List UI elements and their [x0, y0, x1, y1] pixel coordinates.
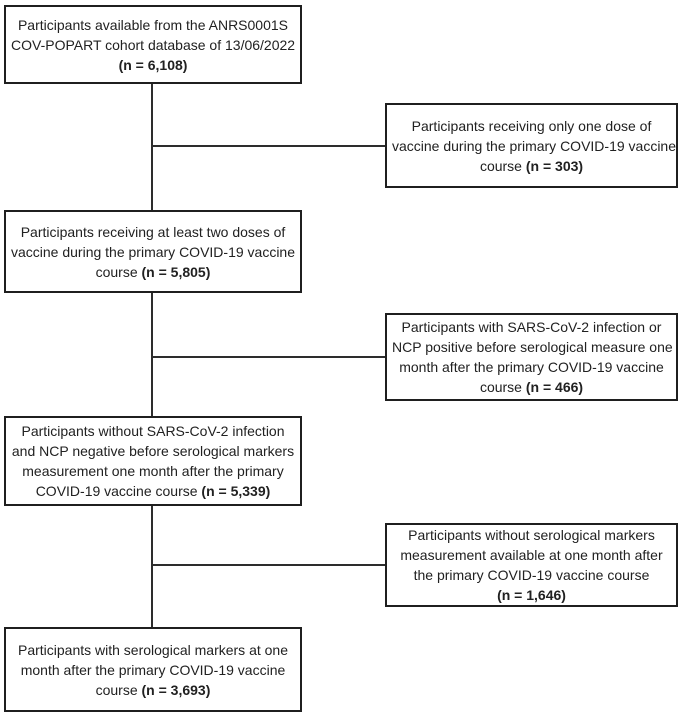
- box-n-label: (n = 5,339): [201, 483, 271, 499]
- box-excluded-no-serology: Participants without serological markers…: [385, 523, 678, 607]
- box-n-label: (n = 6,108): [118, 56, 188, 73]
- box-last-line: course (n = 5,805): [11, 262, 295, 282]
- box-text-line: Participants receiving only one dose of: [411, 117, 652, 134]
- box-text-line: the primary COVID-19 vaccine course: [413, 567, 650, 583]
- box-last-line-prefix: course: [479, 157, 522, 174]
- box-last-line: COVID-19 vaccine course (n = 5,339): [11, 481, 295, 501]
- box-text-line: vaccine during the primary COVID-19 vacc…: [11, 243, 296, 260]
- box-text-line: and NCP negative before serological mark…: [11, 443, 295, 459]
- connector-vertical-segment-3: [151, 506, 153, 627]
- box-n-label: (n = 3,693): [141, 681, 211, 698]
- box-text-line: Participants without serological markers: [408, 527, 655, 543]
- box-text-line: Participants with SARS-CoV-2 infection o…: [401, 319, 662, 335]
- box-text-line: month after the primary COVID-19 vaccine: [20, 661, 286, 678]
- box-excluded-one-dose: Participants receiving only one dose of …: [385, 103, 678, 188]
- box-last-line: course (n = 3,693): [11, 680, 295, 700]
- box-two-doses: Participants receiving at least two dose…: [4, 210, 302, 293]
- box-text-line: measurement available at one month after: [400, 547, 663, 563]
- connector-branch-3: [151, 564, 385, 566]
- box-text-line: Participants available from the ANRS0001…: [17, 16, 289, 33]
- box-last-line: (n = 1,646): [392, 585, 671, 605]
- box-final-serology: Participants with serological markers at…: [4, 627, 302, 712]
- box-excluded-infection: Participants with SARS-CoV-2 infection o…: [385, 313, 678, 401]
- box-text-line: COV-POPART cohort database of 13/06/2022: [11, 36, 296, 53]
- box-last-line-prefix: course: [95, 263, 138, 280]
- box-no-infection: Participants without SARS-CoV-2 infectio…: [4, 416, 302, 506]
- box-text-line: measurement one month after the primary: [22, 463, 284, 479]
- box-text-line: Participants with serological markers at…: [17, 641, 288, 658]
- box-last-line: course (n = 303): [392, 156, 671, 176]
- box-n-label: (n = 5,805): [141, 263, 211, 280]
- box-text-line: Participants receiving at least two dose…: [20, 223, 286, 240]
- box-last-line: course (n = 466): [392, 377, 671, 397]
- box-cohort-total: Participants available from the ANRS0001…: [4, 5, 302, 84]
- connector-branch-2: [151, 356, 385, 358]
- box-text-line: Participants without SARS-CoV-2 infectio…: [21, 423, 285, 439]
- box-last-line-prefix: COVID-19 vaccine course: [35, 483, 198, 499]
- box-text-line: NCP positive before serological measure …: [392, 339, 673, 355]
- box-last-line: (n = 6,108): [11, 55, 295, 75]
- box-text-line: vaccine during the primary COVID-19 vacc…: [392, 137, 677, 154]
- connector-vertical-segment-1: [151, 84, 153, 210]
- box-n-label: (n = 1,646): [497, 587, 566, 603]
- box-text-line: month after the primary COVID-19 vaccine: [399, 359, 664, 375]
- connector-vertical-segment-2: [151, 293, 153, 416]
- box-n-label: (n = 466): [525, 379, 584, 395]
- box-last-line-prefix: course: [95, 681, 138, 698]
- box-last-line-prefix: course: [479, 379, 522, 395]
- connector-branch-1: [151, 145, 385, 147]
- box-n-label: (n = 303): [525, 157, 584, 174]
